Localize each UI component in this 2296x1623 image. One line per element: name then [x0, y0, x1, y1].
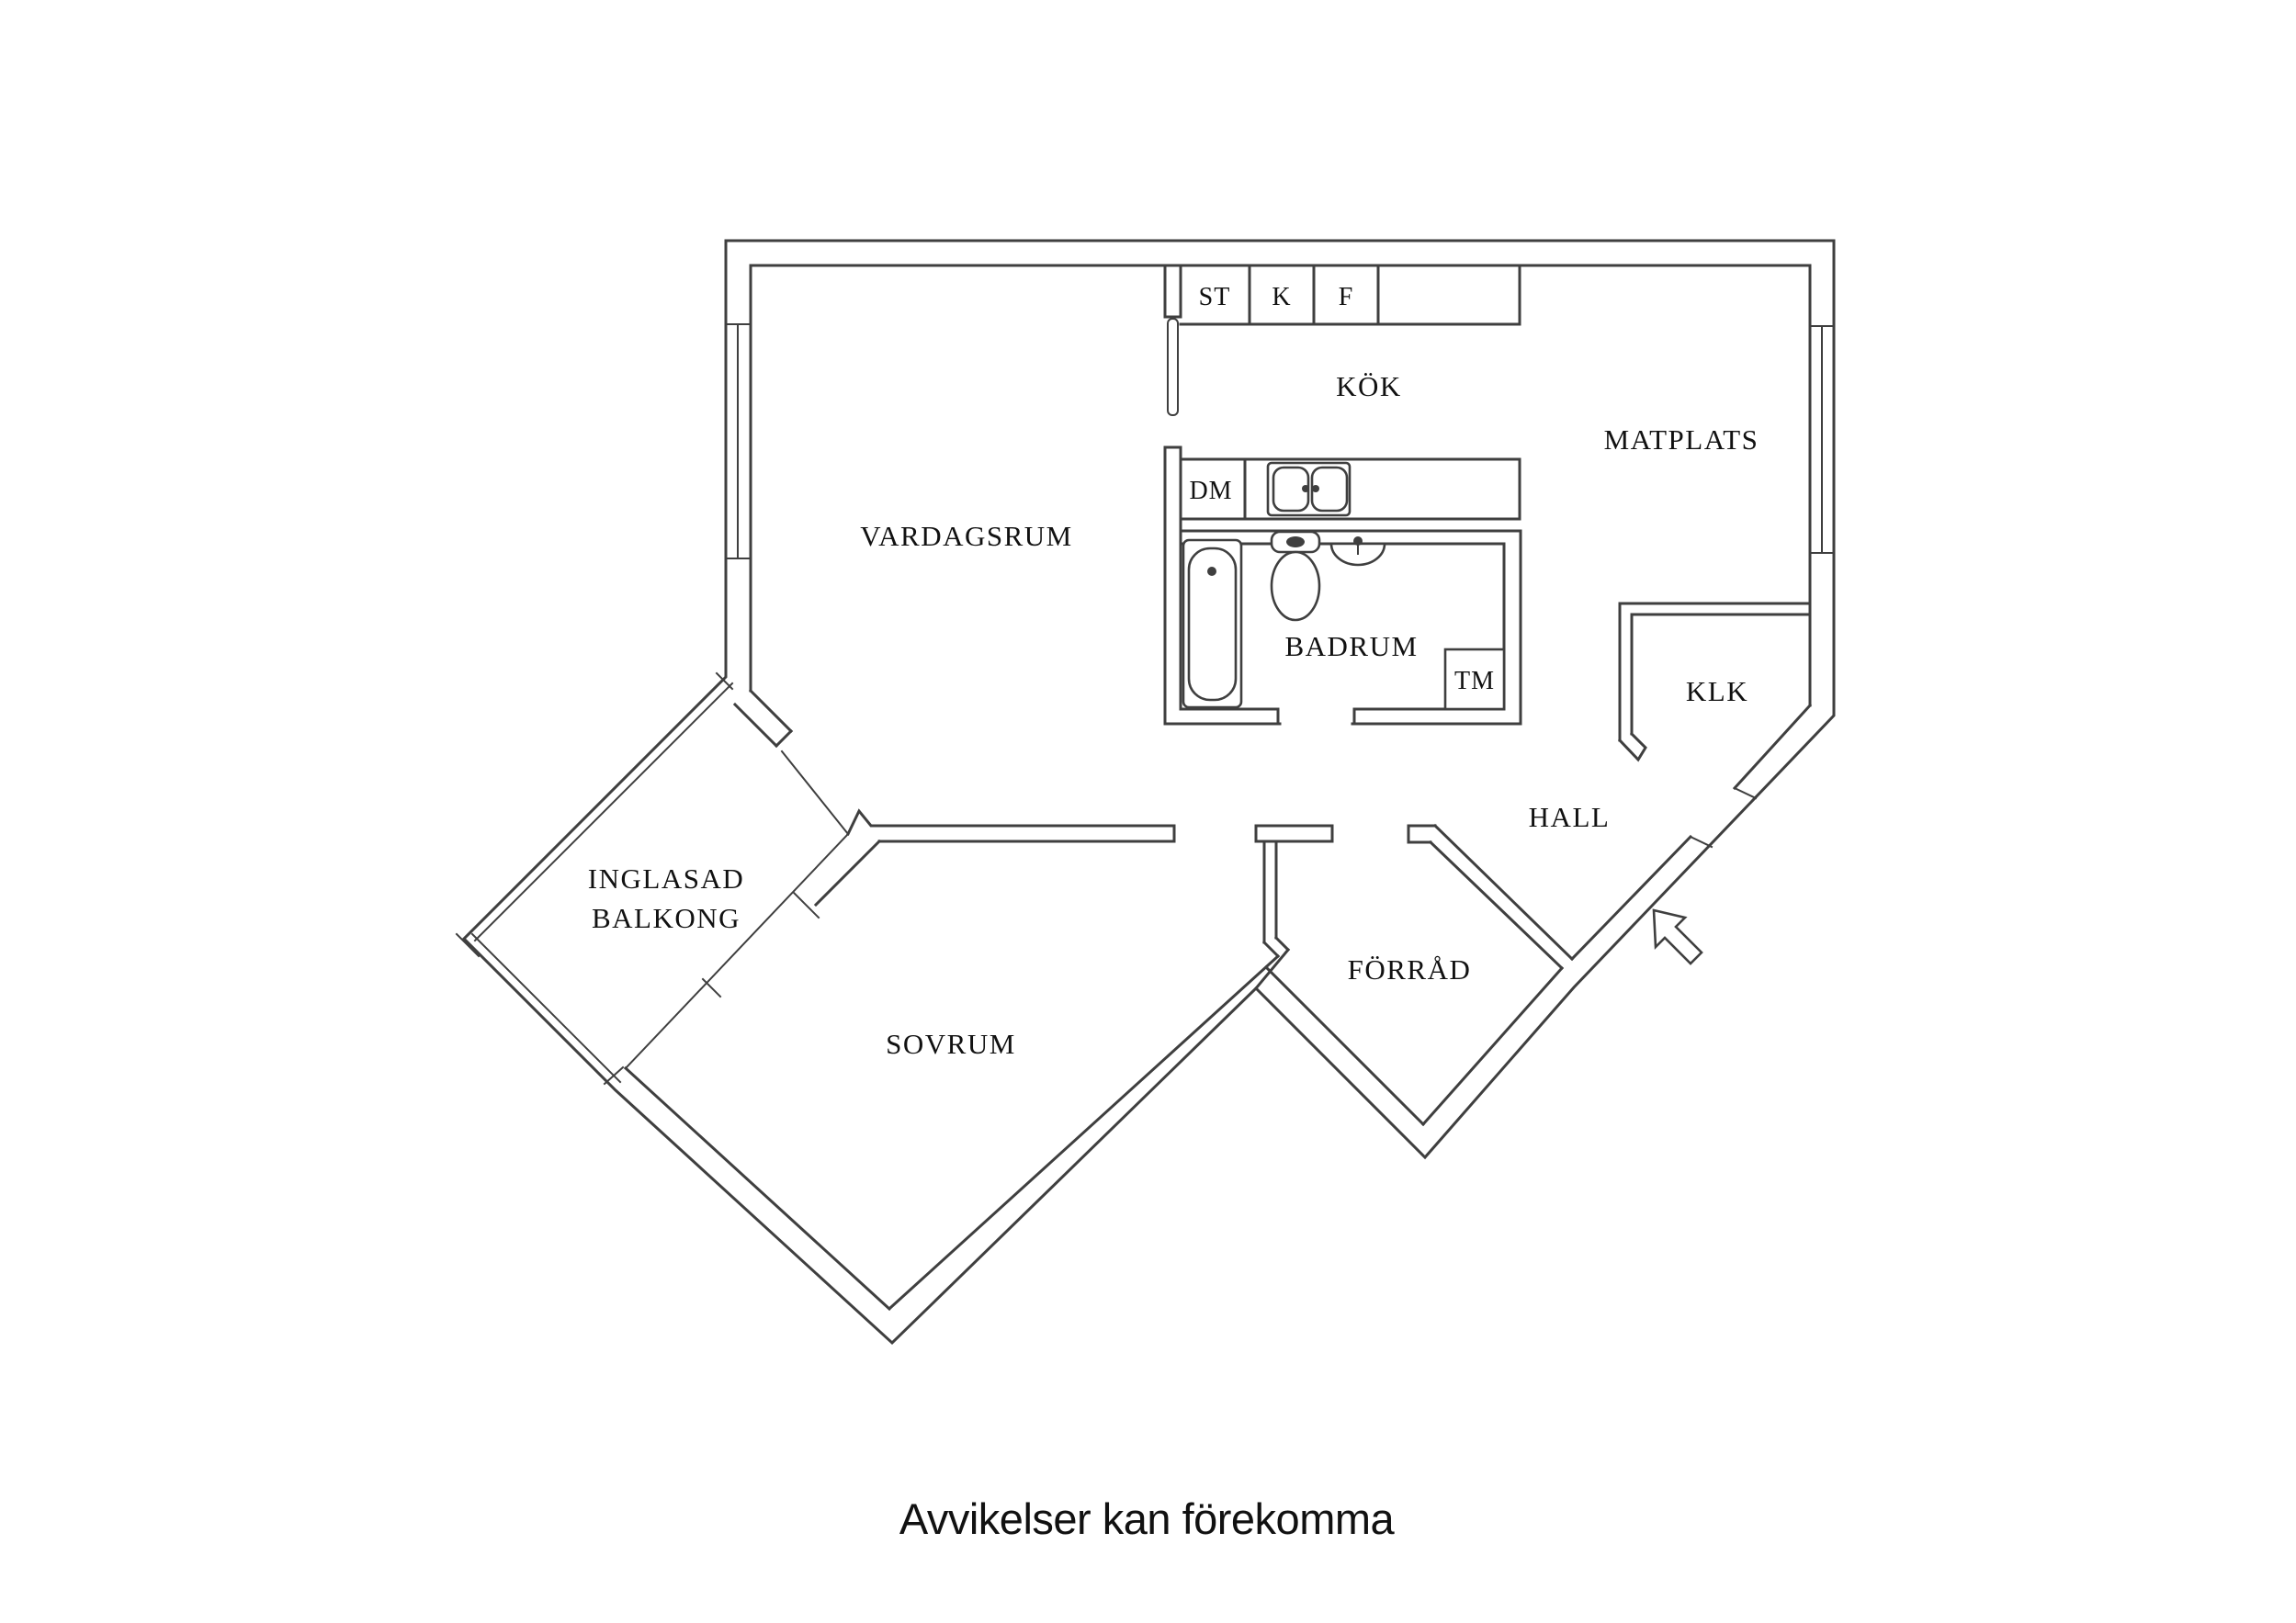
label-kok: KÖK — [1336, 370, 1402, 402]
room-labels: VARDAGSRUM KÖK MATPLATS BADRUM KLK HALL … — [588, 370, 1759, 1060]
label-klk: KLK — [1686, 675, 1748, 707]
label-hall: HALL — [1529, 801, 1611, 833]
label-dm: DM — [1189, 477, 1232, 505]
window-left — [725, 323, 752, 559]
kitchen-cabinet-row — [1179, 264, 1521, 326]
label-forrad: FÖRRÅD — [1348, 953, 1472, 986]
entrance-door — [1689, 786, 1758, 849]
entrance-arrow-icon — [1652, 908, 1703, 965]
label-balkong-line1: INGLASAD — [588, 862, 744, 895]
label-matplats: MATPLATS — [1604, 423, 1759, 456]
label-vardagsrum: VARDAGSRUM — [860, 520, 1073, 552]
label-k: K — [1272, 283, 1291, 311]
hall-divider-walls — [845, 808, 1437, 959]
kitchen-counter — [1179, 457, 1521, 521]
kitchen-divider-wall — [1163, 264, 1182, 726]
toilet — [1270, 530, 1321, 622]
label-balkong-line2: BALKONG — [592, 902, 741, 934]
window-right — [1809, 325, 1835, 554]
label-tm: TM — [1454, 667, 1495, 695]
label-f: F — [1339, 283, 1354, 311]
label-st: ST — [1199, 283, 1231, 311]
outer-wall-outline — [461, 239, 1836, 1346]
washing-machine — [1443, 648, 1506, 711]
disclaimer-caption: Avvikelser kan förekomma — [899, 1494, 1396, 1543]
washbasin — [1329, 536, 1386, 567]
klk-walls — [1617, 602, 1812, 762]
label-sovrum: SOVRUM — [886, 1028, 1016, 1060]
kitchen-sink — [1266, 461, 1352, 517]
kitchen-door-leaf — [1167, 318, 1179, 416]
balcony-divider-wall — [732, 688, 882, 907]
balcony-glazing — [455, 671, 850, 1086]
appliance-labels: ST K F DM TM — [1189, 283, 1495, 695]
label-badrum: BADRUM — [1284, 630, 1418, 662]
inner-wall-lines — [623, 264, 1813, 1312]
bathtub — [1182, 538, 1243, 709]
